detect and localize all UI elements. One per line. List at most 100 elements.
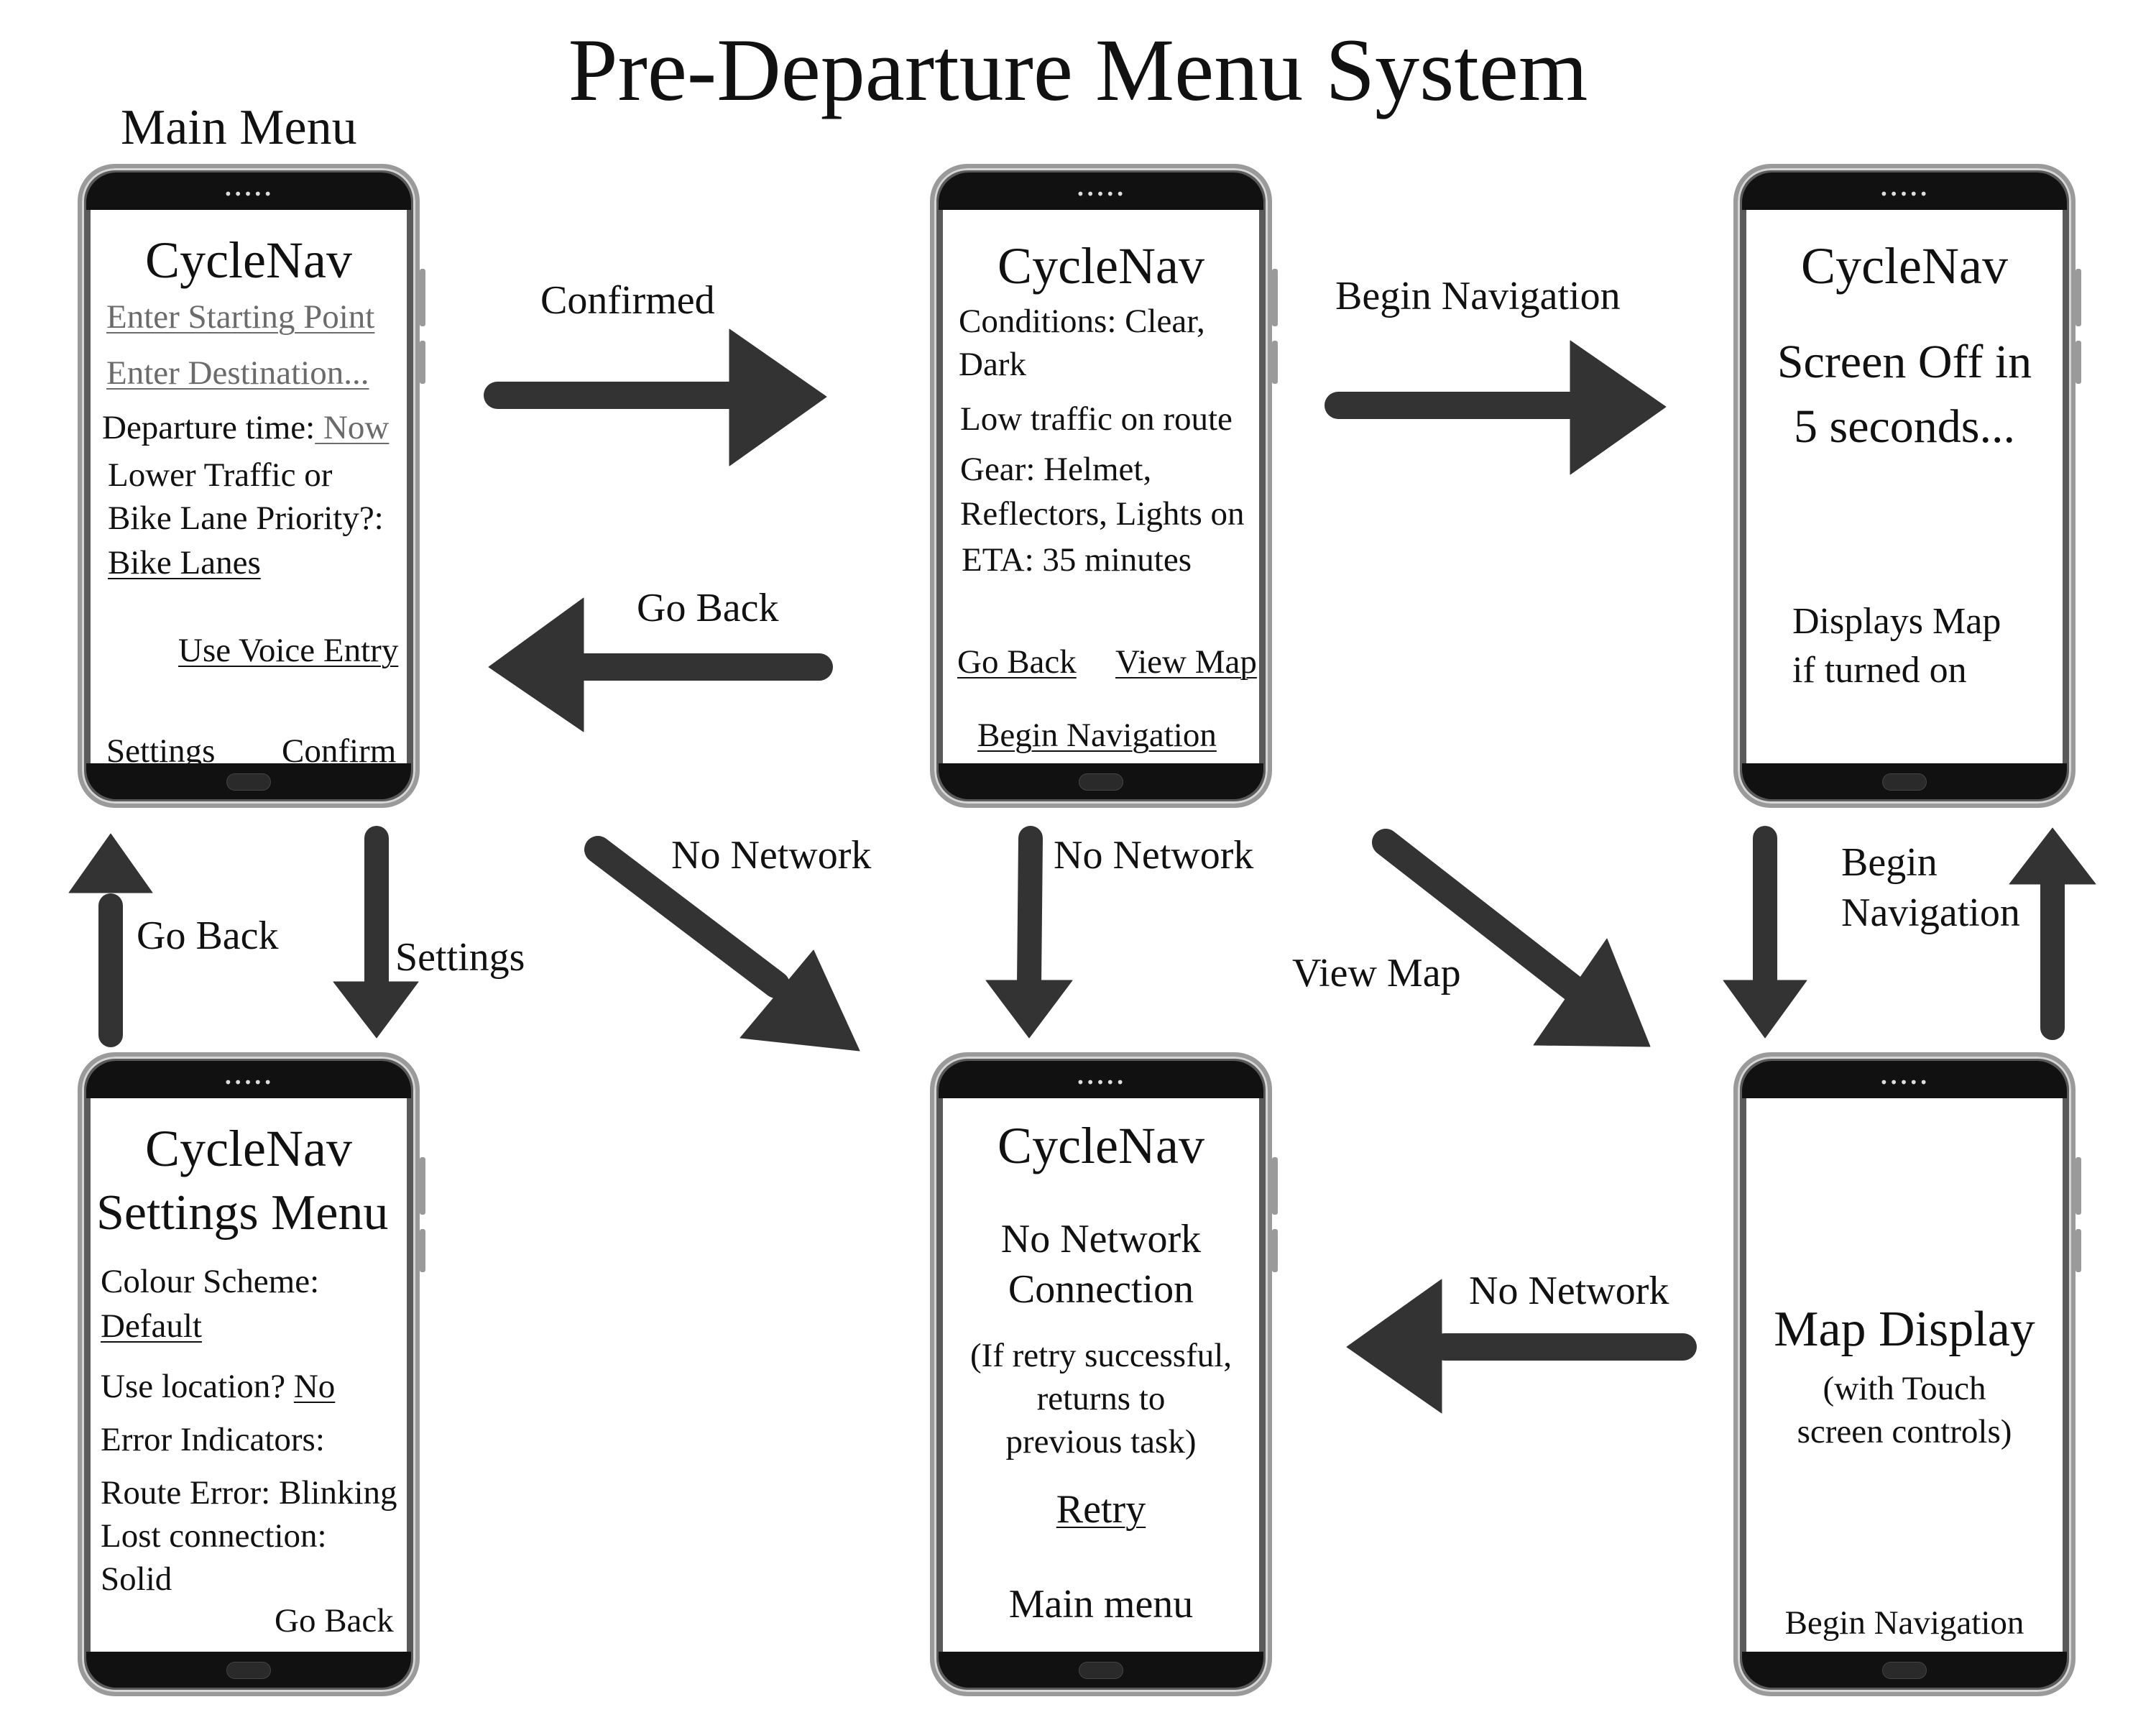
- lost-connection-value: Solid: [101, 1560, 172, 1598]
- speaker-icon: •••••: [1879, 185, 1930, 203]
- arrow-no-network-left-head: [1346, 1279, 1442, 1414]
- arrow-no-network-diag: [584, 836, 790, 998]
- arrow-no-network-down-head: [985, 980, 1073, 1039]
- go-back-button[interactable]: Go Back: [275, 1602, 394, 1639]
- label-begin-nav-right-1: Begin: [1841, 840, 1938, 885]
- retry-note-2: returns to: [1036, 1380, 1166, 1417]
- side-button: [2076, 269, 2081, 326]
- retry-note-1: (If retry successful,: [969, 1337, 1233, 1374]
- starting-point-input[interactable]: Enter Starting Point: [106, 298, 375, 336]
- arrow-screen-to-map-head: [1723, 980, 1807, 1039]
- home-button: [226, 773, 271, 791]
- display-note-1: Displays Map: [1792, 601, 2001, 642]
- side-button: [1272, 269, 1278, 326]
- arrow-view-map-head: [1533, 938, 1651, 1047]
- arrow-settings-head: [333, 981, 419, 1039]
- departure-time-value[interactable]: Now: [315, 409, 390, 446]
- home-button: [1079, 773, 1123, 791]
- label-view-map: View Map: [1292, 951, 1461, 995]
- priority-value[interactable]: Bike Lanes: [108, 544, 261, 581]
- departure-time-row: Departure time: Now: [102, 407, 389, 448]
- phone-no-network: ••••• CycleNav No Network Connection (If…: [930, 1052, 1278, 1696]
- label-begin-nav-right-2: Navigation: [1841, 891, 2020, 935]
- confirmation-screen: CycleNav Conditions: Clear, Dark Low tra…: [943, 210, 1259, 763]
- side-button: [420, 1229, 425, 1272]
- no-network-line-1: No Network: [1000, 1217, 1202, 1261]
- side-button: [420, 269, 425, 326]
- gear-line-1: Gear: Helmet,: [960, 451, 1152, 488]
- arrow-no-network-down: [1017, 826, 1043, 997]
- route-error-setting: Route Error: Blinking: [101, 1474, 397, 1512]
- arrow-no-network-diag-head: [740, 949, 860, 1052]
- departure-time-label: Departure time:: [102, 409, 315, 446]
- priority-question-2: Bike Lane Priority?:: [108, 500, 384, 537]
- side-button: [420, 1157, 425, 1215]
- map-display-sub-2: screen controls): [1797, 1413, 2012, 1450]
- voice-entry-button[interactable]: Use Voice Entry: [178, 632, 399, 669]
- side-button: [2076, 1229, 2081, 1272]
- no-network-line-2: Connection: [1008, 1267, 1194, 1312]
- diagram-title: Pre-Departure Menu System: [568, 21, 1588, 119]
- label-no-network-down: No Network: [1054, 833, 1254, 878]
- app-title: CycleNav: [145, 231, 352, 289]
- label-go-back-top: Go Back: [637, 586, 779, 630]
- phone-map-display: ••••• Map Display (with Touch screen con…: [1733, 1052, 2081, 1696]
- screen-off-line-1: Screen Off in: [1777, 336, 2032, 388]
- main-menu-button[interactable]: Main menu: [1008, 1582, 1194, 1627]
- label-begin-navigation: Begin Navigation: [1335, 274, 1621, 318]
- settings-heading: Settings Menu: [96, 1185, 389, 1241]
- map-display-sub-1: (with Touch: [1823, 1370, 1986, 1407]
- label-settings: Settings: [395, 935, 525, 980]
- retry-button[interactable]: Retry: [1056, 1487, 1146, 1532]
- arrow-go-back-left-head: [68, 833, 153, 893]
- main-menu-caption: Main Menu: [121, 100, 357, 155]
- speaker-icon: •••••: [1076, 1074, 1126, 1091]
- label-no-network-diag: No Network: [671, 833, 872, 878]
- colour-scheme-label: Colour Scheme:: [101, 1263, 320, 1300]
- side-button: [2076, 1157, 2081, 1215]
- gear-line-2: Reflectors, Lights on: [960, 495, 1245, 533]
- location-value[interactable]: No: [293, 1368, 336, 1405]
- location-label: Use location?: [101, 1368, 286, 1405]
- side-button: [1272, 1229, 1278, 1272]
- main-menu-screen: CycleNav Enter Starting Point Enter Dest…: [91, 210, 407, 770]
- arrow-go-back-top-head: [488, 597, 584, 732]
- arrow-begin-navigation-head: [1570, 340, 1667, 475]
- phone-main-menu: ••••• CycleNav Enter Starting Point Ente…: [78, 164, 425, 808]
- begin-navigation-button[interactable]: Begin Navigation: [1784, 1604, 2024, 1642]
- app-title: CycleNav: [145, 1120, 352, 1177]
- map-display-screen: Map Display (with Touch screen controls)…: [1746, 1098, 2063, 1652]
- screen-off-screen: CycleNav Screen Off in 5 seconds... Disp…: [1746, 210, 2063, 763]
- retry-note-3: previous task): [1005, 1423, 1197, 1460]
- home-button: [1882, 773, 1927, 791]
- home-button: [226, 1662, 271, 1679]
- app-title: CycleNav: [1801, 237, 2008, 295]
- priority-question-1: Lower Traffic or: [108, 456, 333, 494]
- begin-navigation-button[interactable]: Begin Navigation: [977, 717, 1217, 754]
- traffic-info: Low traffic on route: [960, 400, 1233, 438]
- side-button: [1272, 1157, 1278, 1215]
- phone-settings-menu: ••••• CycleNav Settings Menu Colour Sche…: [78, 1052, 425, 1696]
- error-indicators-label: Error Indicators:: [101, 1421, 325, 1458]
- settings-menu-screen: CycleNav Settings Menu Colour Scheme: De…: [91, 1098, 407, 1652]
- colour-scheme-value[interactable]: Default: [101, 1307, 202, 1345]
- arrow-view-map: [1372, 829, 1588, 1003]
- arrow-confirmed-head: [729, 328, 827, 466]
- label-confirmed: Confirmed: [540, 278, 715, 323]
- label-go-back-left: Go Back: [137, 914, 279, 958]
- app-title: CycleNav: [998, 1117, 1204, 1174]
- destination-input[interactable]: Enter Destination...: [106, 354, 369, 392]
- view-map-button[interactable]: View Map: [1115, 643, 1257, 681]
- no-network-screen: CycleNav No Network Connection (If retry…: [943, 1098, 1259, 1652]
- lost-connection-label: Lost connection:: [101, 1517, 327, 1555]
- speaker-icon: •••••: [1076, 185, 1126, 203]
- home-button: [1882, 1662, 1927, 1679]
- phone-confirmation: ••••• CycleNav Conditions: Clear, Dark L…: [930, 164, 1278, 808]
- app-title: CycleNav: [998, 237, 1204, 295]
- go-back-button[interactable]: Go Back: [957, 643, 1077, 681]
- speaker-icon: •••••: [1879, 1074, 1930, 1091]
- label-no-network-left: No Network: [1469, 1269, 1669, 1313]
- side-button: [1272, 341, 1278, 384]
- speaker-icon: •••••: [224, 185, 274, 203]
